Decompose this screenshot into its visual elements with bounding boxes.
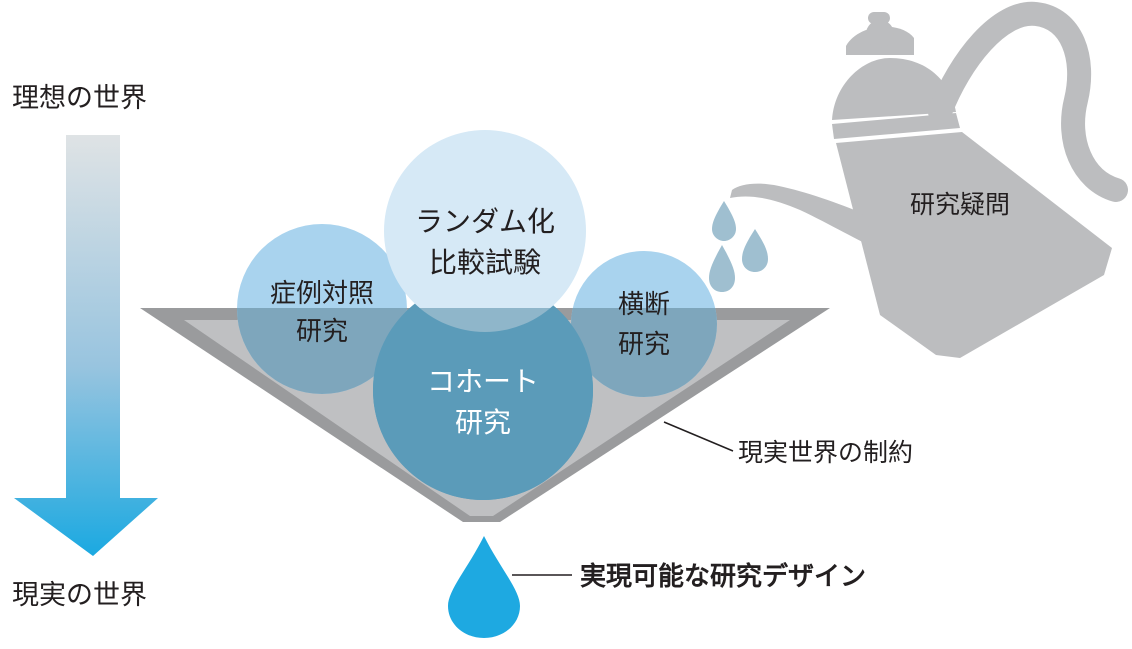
water-drop-icon (742, 229, 768, 272)
cohort-label-line2: 研究 (455, 406, 511, 439)
rct-circle (384, 130, 586, 332)
cohort-label-line1: コホート (427, 365, 539, 398)
circle-funnel-overlap (237, 308, 717, 500)
output-drop-icon (448, 536, 520, 638)
feasible-design-label: 実現可能な研究デザイン (580, 561, 866, 592)
water-drop-icon (709, 245, 735, 292)
kettle-icon (730, 1, 1128, 358)
research-question-label: 研究疑問 (910, 190, 1010, 219)
case-control-label-line1: 症例対照 (270, 279, 374, 309)
cross-sectional-label-line1: 横断 (618, 290, 670, 320)
rct-label-line2: 比較試験 (429, 246, 541, 279)
ideal-world-label: 理想の世界 (12, 83, 147, 114)
constraints-label: 現実世界の制約 (738, 438, 913, 467)
case-control-label-line2: 研究 (296, 317, 348, 347)
cross-sectional-label-line2: 研究 (618, 330, 670, 360)
constraints-leader-line (663, 421, 734, 452)
water-drop-icon (712, 201, 736, 241)
real-world-label: 現実の世界 (12, 580, 147, 611)
rct-label-line1: ランダム化 (415, 205, 555, 238)
ideal-to-real-arrow (14, 135, 158, 556)
